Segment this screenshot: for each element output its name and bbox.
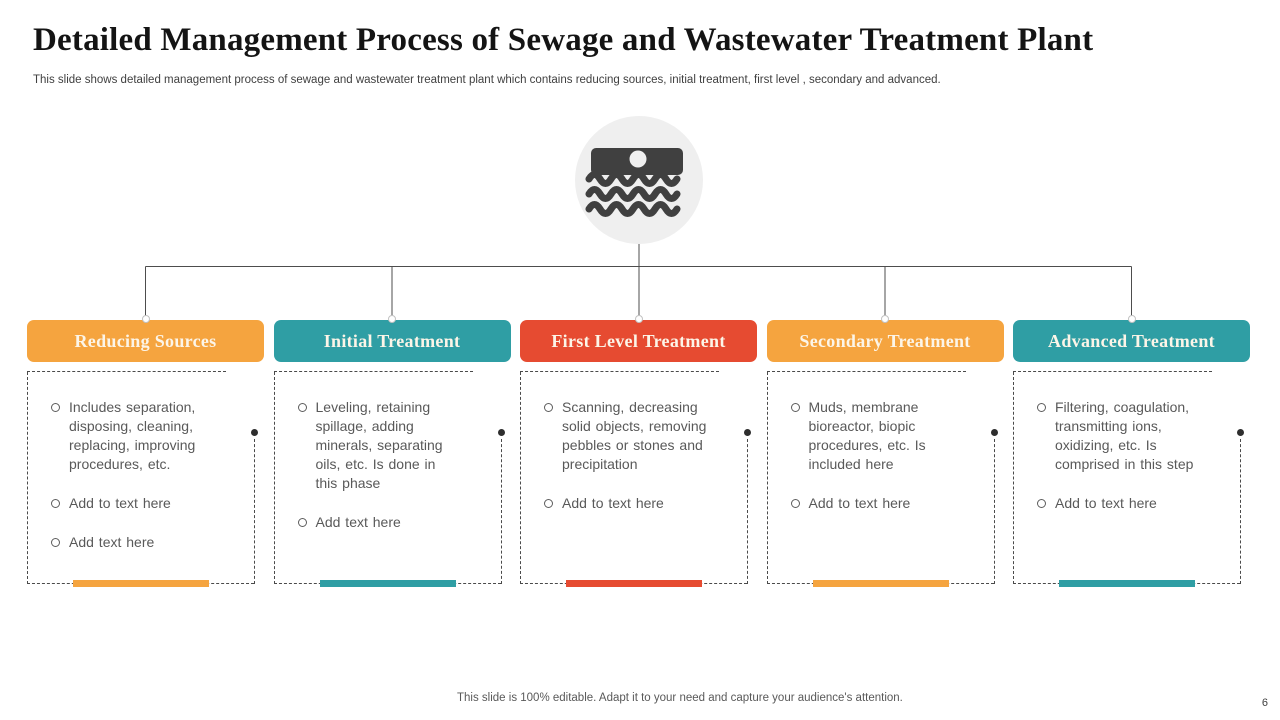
panel-corner-dot xyxy=(990,429,998,436)
bullet-text-placeholder: Add text here xyxy=(69,534,155,550)
bullet-text-placeholder: Add to text here xyxy=(1055,495,1157,511)
panel-accent-bar xyxy=(566,580,702,587)
bullet-text: Muds, membrane bioreactor, biopic proced… xyxy=(808,399,926,472)
bullet-text-placeholder: Add to text here xyxy=(808,495,911,511)
bullet-item: Includes separation, disposing, cleaning… xyxy=(51,398,246,474)
column-first-level-treatment: First Level Treatment Scanning, decreasi… xyxy=(520,315,757,587)
column-secondary-treatment: Secondary Treatment Muds, membrane biore… xyxy=(766,315,1004,587)
slide-subtitle: This slide shows detailed management pro… xyxy=(33,74,941,86)
bullet-item: Scanning, decreasing solid objects, remo… xyxy=(544,398,739,474)
connector-node-dot xyxy=(881,315,889,323)
bullet-text-placeholder: Add to text here xyxy=(562,495,664,511)
stage-panel: Leveling, retaining spillage, adding min… xyxy=(273,371,505,587)
bullet-text: Includes separation, disposing, cleaning… xyxy=(69,399,196,472)
panel-accent-bar xyxy=(73,580,209,587)
column-advanced-treatment: Advanced Treatment Filtering, coagulatio… xyxy=(1013,315,1250,587)
bullet-text: Leveling, retaining spillage, adding min… xyxy=(315,399,443,491)
stage-panel: Scanning, decreasing solid objects, remo… xyxy=(520,371,751,587)
stage-header-label: First Level Treatment xyxy=(551,330,726,351)
circle-bullet-icon xyxy=(544,403,553,412)
water-waves-icon xyxy=(585,148,683,217)
bullet-item: Muds, membrane bioreactor, biopic proced… xyxy=(790,398,986,474)
column-initial-treatment: Initial Treatment Leveling, retaining sp… xyxy=(273,315,511,587)
stage-header-label: Secondary Treatment xyxy=(799,330,971,351)
footer-note: This slide is 100% editable. Adapt it to… xyxy=(457,692,903,704)
panel-accent-bar xyxy=(319,580,456,587)
stage-header-reducing-sources: Reducing Sources xyxy=(27,315,264,362)
panel-corner-dot xyxy=(251,429,258,436)
stage-header-label: Advanced Treatment xyxy=(1048,330,1215,351)
bullet-item: Add to text here xyxy=(51,494,246,513)
hub-circle xyxy=(575,116,703,244)
page-title: Detailed Management Process of Sewage an… xyxy=(33,22,1094,58)
stage-panel: Includes separation, disposing, cleaning… xyxy=(27,371,258,587)
stage-header-label: Initial Treatment xyxy=(323,330,461,351)
bullet-list: Includes separation, disposing, cleaning… xyxy=(28,372,254,552)
panel-accent-bar xyxy=(1059,580,1195,587)
bullet-list: Scanning, decreasing solid objects, remo… xyxy=(521,372,747,513)
bullet-list: Muds, membrane bioreactor, biopic proced… xyxy=(768,372,994,513)
bullet-item: Add to text here xyxy=(544,494,739,513)
circle-bullet-icon xyxy=(1037,499,1046,508)
circle-bullet-icon xyxy=(51,499,60,508)
circle-bullet-icon xyxy=(544,499,553,508)
bullet-item: Add to text here xyxy=(790,494,986,513)
bullet-item: Add to text here xyxy=(1037,494,1232,513)
bullet-item: Leveling, retaining spillage, adding min… xyxy=(297,398,493,493)
process-columns: Reducing Sources Includes separation, di… xyxy=(27,315,1250,587)
panel-corner-dot xyxy=(497,429,505,436)
stage-panel: Muds, membrane bioreactor, biopic proced… xyxy=(766,371,998,587)
bullet-text: Filtering, coagulation, transmitting ion… xyxy=(1055,399,1194,472)
bullet-text-placeholder: Add text here xyxy=(315,514,401,530)
stage-header-label: Reducing Sources xyxy=(74,330,217,351)
stage-panel: Filtering, coagulation, transmitting ion… xyxy=(1013,371,1244,587)
bullet-item: Add text here xyxy=(297,513,493,532)
stage-header-secondary-treatment: Secondary Treatment xyxy=(766,315,1004,362)
connector-node-dot xyxy=(634,315,643,323)
connector-node-dot xyxy=(388,315,396,323)
circle-bullet-icon xyxy=(51,403,60,412)
stage-header-first-level-treatment: First Level Treatment xyxy=(520,315,757,362)
page-number: 6 xyxy=(1261,697,1268,709)
bullet-item: Add text here xyxy=(51,533,246,552)
bullet-item: Filtering, coagulation, transmitting ion… xyxy=(1037,398,1232,474)
bullet-text: Scanning, decreasing solid objects, remo… xyxy=(562,399,707,472)
panel-corner-dot xyxy=(1237,429,1244,436)
stage-header-advanced-treatment: Advanced Treatment xyxy=(1013,315,1250,362)
column-reducing-sources: Reducing Sources Includes separation, di… xyxy=(27,315,264,587)
circle-bullet-icon xyxy=(297,518,307,527)
panel-accent-bar xyxy=(812,580,949,587)
bullet-list: Leveling, retaining spillage, adding min… xyxy=(275,372,501,532)
connector-node-dot xyxy=(141,315,150,323)
connector-node-dot xyxy=(1127,315,1136,323)
stage-header-initial-treatment: Initial Treatment xyxy=(273,315,511,362)
circle-bullet-icon xyxy=(790,403,800,412)
circle-bullet-icon xyxy=(297,403,307,412)
circle-bullet-icon xyxy=(1037,403,1046,412)
bullet-list: Filtering, coagulation, transmitting ion… xyxy=(1014,372,1240,513)
panel-corner-dot xyxy=(744,429,751,436)
circle-bullet-icon xyxy=(790,499,800,508)
bullet-text-placeholder: Add to text here xyxy=(69,495,171,511)
circle-bullet-icon xyxy=(51,538,60,547)
